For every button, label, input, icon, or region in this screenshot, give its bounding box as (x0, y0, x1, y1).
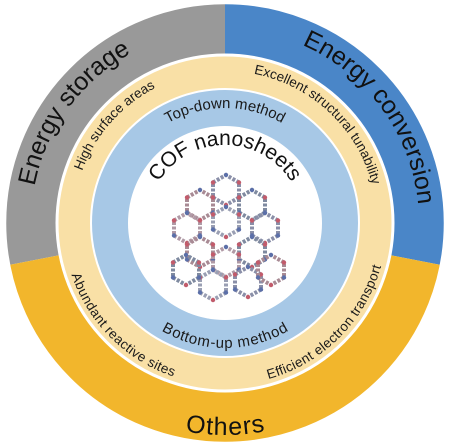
center-disc (128, 126, 322, 320)
others-label: Others (184, 409, 266, 441)
outer-ring-border (4, 2, 446, 444)
svg-text:Others: Others (184, 409, 266, 441)
cof-lattice-structure-icon (170, 172, 287, 303)
